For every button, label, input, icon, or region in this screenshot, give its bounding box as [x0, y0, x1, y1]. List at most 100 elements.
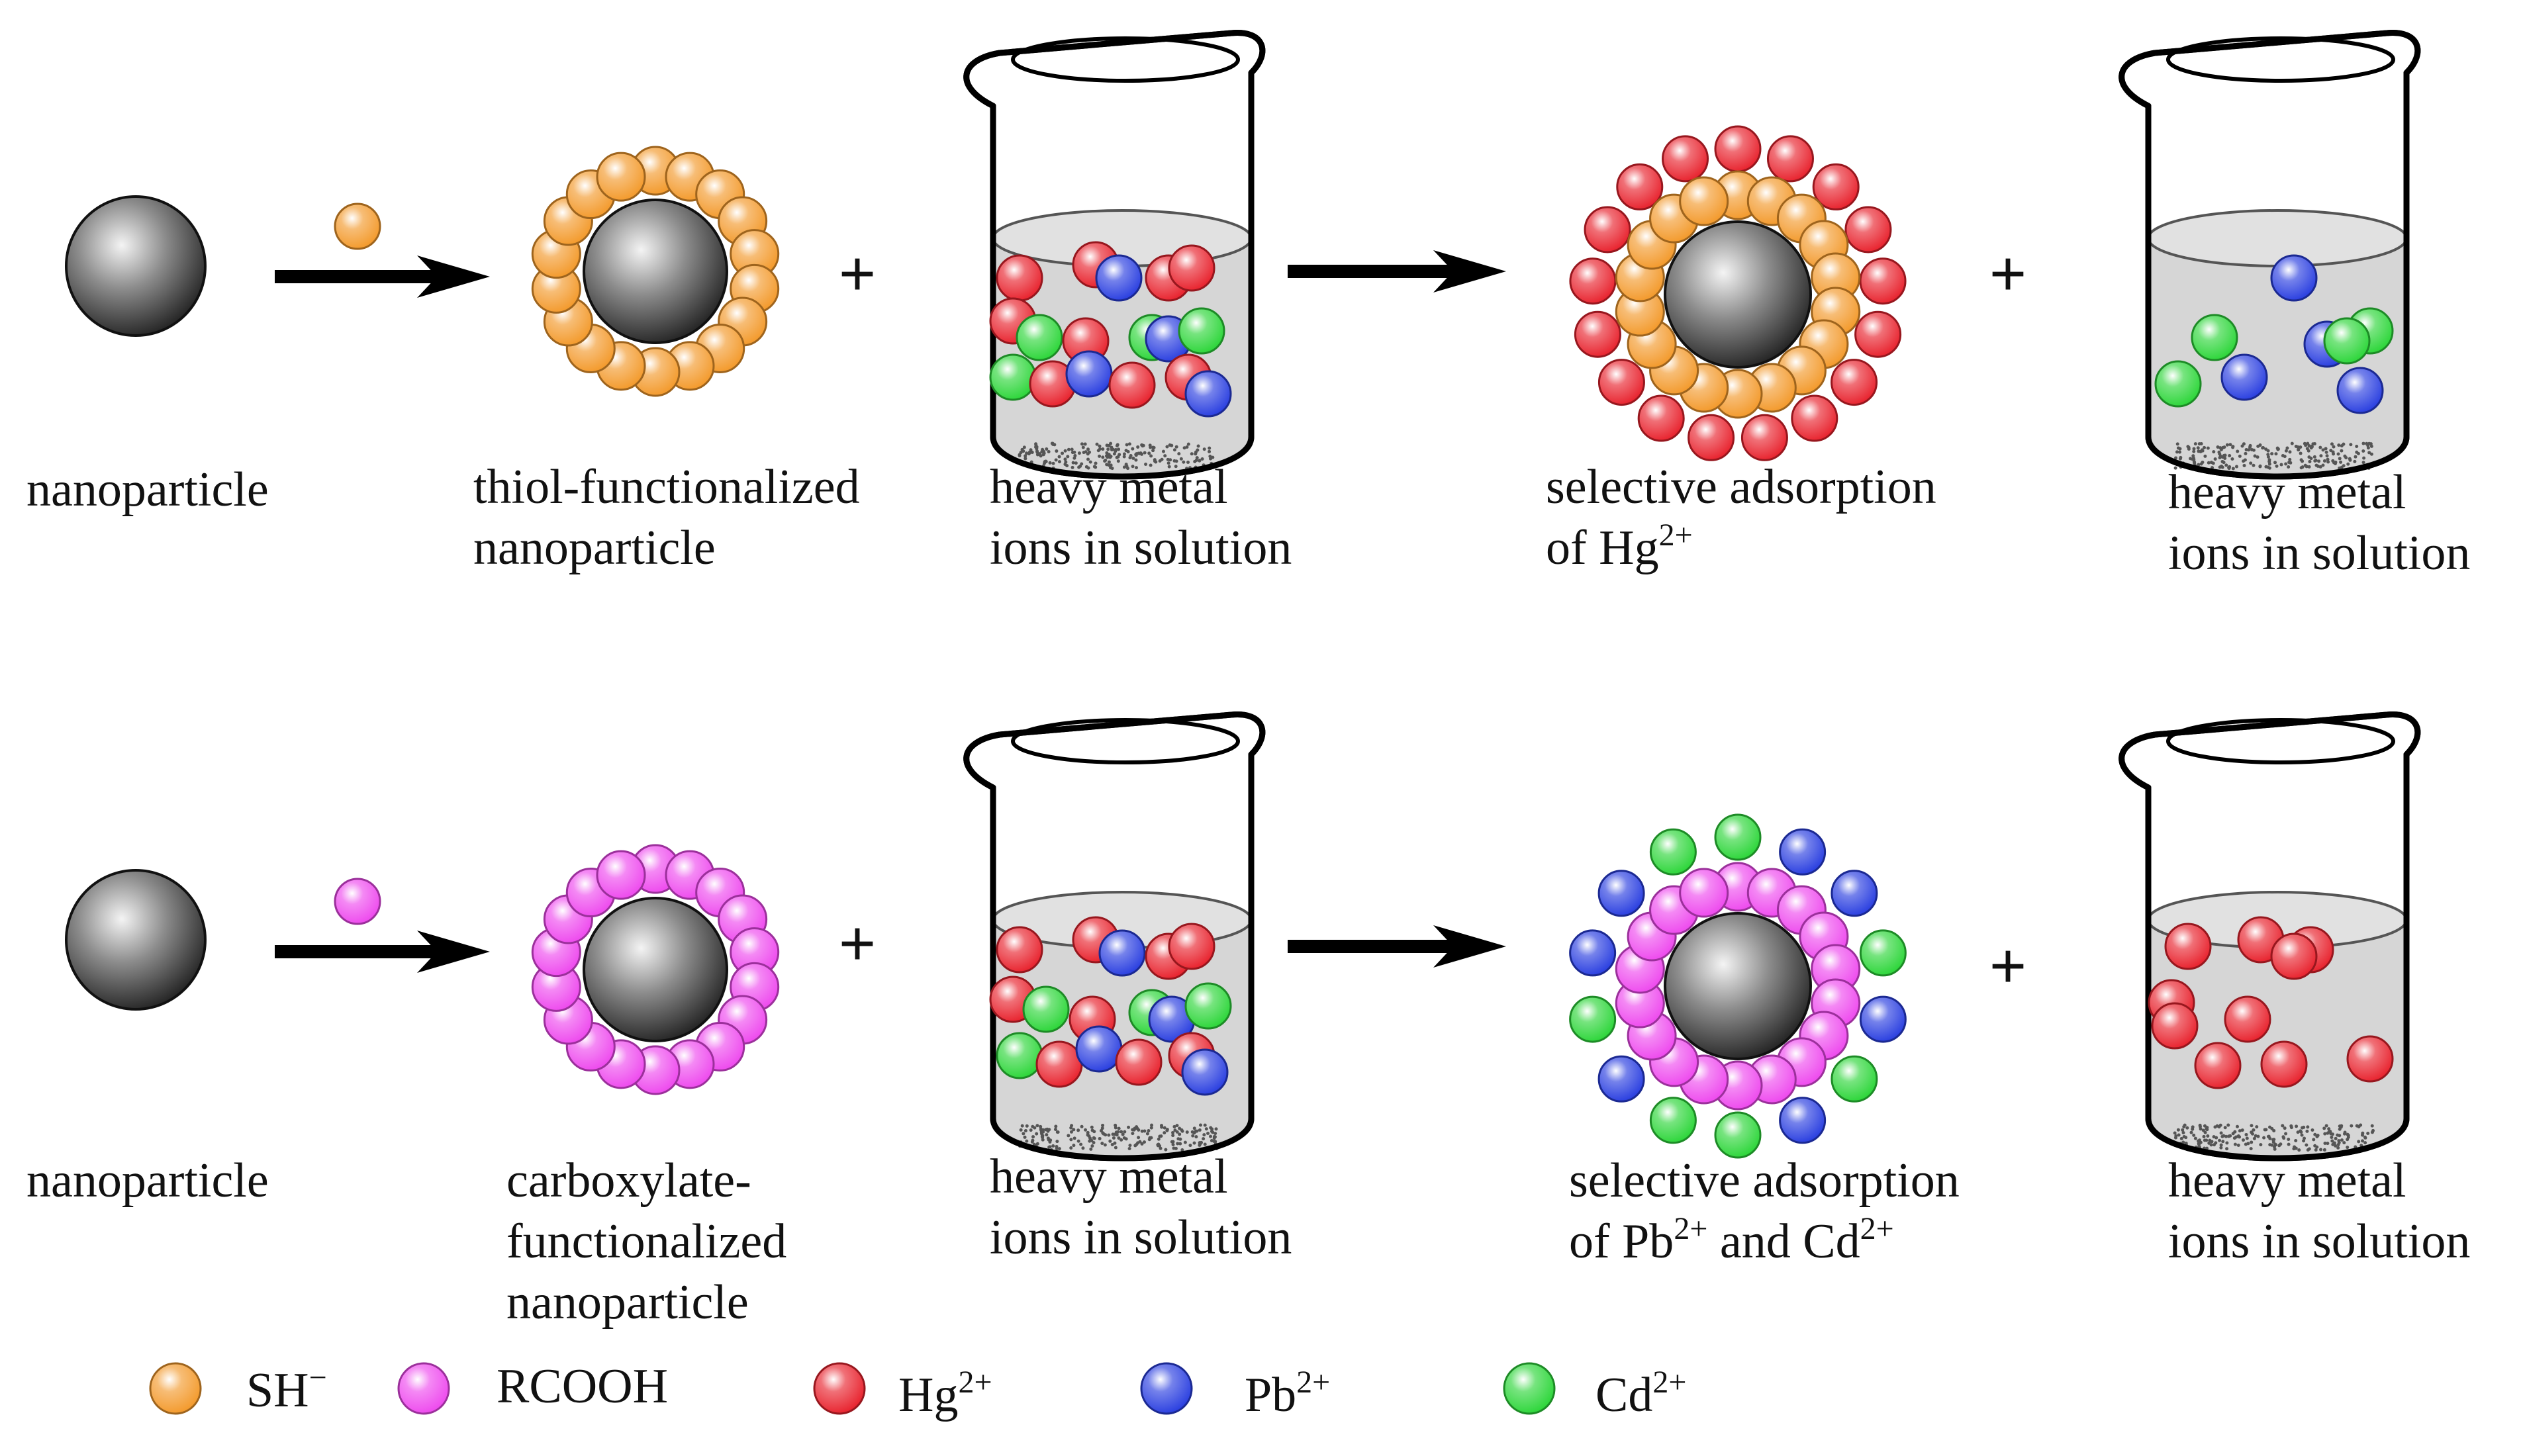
row2-beaker-before-ion-12: [1035, 1040, 1083, 1088]
row1-hg-adsorbed-9: [1688, 414, 1735, 461]
row1-beaker-before-ion-14: [1108, 361, 1156, 409]
row2-functionalized-label: carboxylate- functionalized nanoparticle: [506, 1154, 787, 1330]
row1-hg-adsorbed-12: [1574, 310, 1621, 358]
row1-beaker-before-ion-4: [1168, 244, 1215, 292]
row2-plus-2: +: [1989, 931, 2027, 1001]
legend-label-sh: SH−: [246, 1360, 327, 1418]
legend-label-hg: Hg2+: [898, 1365, 992, 1423]
row2-functionalized-core: [583, 897, 728, 1042]
legend-label-cd: Cd2+: [1595, 1365, 1687, 1423]
row2-pbcd-adsorbed-2: [1831, 870, 1878, 917]
row1-hg-adsorbed-0: [1714, 125, 1762, 173]
row2-adsorption-label: selective adsorption of Pb2+ and Cd2+: [1569, 1154, 1960, 1269]
row2-beaker-before-label: heavy metal ions in solution: [990, 1150, 1292, 1265]
legend-label-rcooh: RCOOH: [497, 1359, 669, 1414]
row1-sh-shell-2-17: [1679, 176, 1729, 226]
row2-rcooh-reagent: [334, 878, 381, 925]
legend-swatch-sh: [149, 1362, 202, 1415]
row1-adsorbed-core: [1664, 220, 1812, 369]
row2-pbcd-adsorbed-7: [1714, 1111, 1762, 1159]
row1-beaker-after-ion-1: [2191, 314, 2238, 361]
row2-beaker-after-ion-9: [2346, 1035, 2394, 1083]
row1-beaker-before-label: heavy metal ions in solution: [990, 460, 1292, 575]
row2-adsorbed-core: [1664, 912, 1812, 1060]
row2-beaker-after-ion-5: [2224, 995, 2271, 1043]
row1-beaker-before-ion-13: [1065, 350, 1113, 398]
row1-beaker-before-ion-11: [989, 353, 1037, 401]
legend-swatch-rcooh: [397, 1362, 450, 1415]
row2-arrow-1: [275, 931, 490, 973]
row2-beaker-before-ion-14: [1115, 1038, 1163, 1086]
row1-beaker-before-ion-16: [1184, 370, 1232, 418]
row2-beaker-after-ion-6: [2151, 1002, 2199, 1050]
row1-beaker-after: [2118, 30, 2421, 480]
row1-beaker-after-label: heavy metal ions in solution: [2168, 465, 2471, 580]
row1-hg-adsorbed-16: [1662, 135, 1709, 183]
row2-arrow-2: [1288, 925, 1506, 968]
row1-arrow-1: [275, 255, 490, 298]
row1-nanoparticle: [65, 195, 207, 337]
row2-nanoparticle: [65, 869, 207, 1011]
row2-beaker-after-ion-8: [2260, 1040, 2308, 1088]
row2-beaker-before-ion-11: [996, 1032, 1043, 1079]
legend-swatch-cd: [1503, 1362, 1556, 1415]
row2-beaker-after: [2118, 711, 2421, 1161]
row1-hg-adsorbed-7: [1791, 394, 1838, 442]
row2-beaker-before-ion-6: [1022, 985, 1070, 1033]
row2-pbcd-adsorbed-0: [1714, 813, 1762, 861]
row1-beaker-before-ion-0: [996, 254, 1043, 302]
row1-beaker-after-ion-5: [2154, 360, 2202, 408]
row1-hg-adsorbed-2: [1812, 163, 1860, 210]
row1-beaker-before-ion-6: [1016, 314, 1063, 361]
row1-hg-adsorbed-11: [1597, 359, 1645, 406]
row2-nanoparticle-label: nanoparticle: [26, 1154, 269, 1208]
row1-hg-adsorbed-15: [1616, 163, 1664, 210]
row1-beaker-after-ion-0: [2270, 254, 2318, 302]
row1-functionalized-core: [583, 199, 728, 344]
row2-pbcd-adsorbed-1: [1779, 828, 1827, 876]
row1-beaker-after-ion-6: [2220, 353, 2268, 401]
row2-beaker-after-ion-3: [2270, 933, 2318, 980]
row1-functionalized-label: thiol-functionalized nanoparticle: [473, 460, 860, 575]
row1-hg-adsorbed-6: [1831, 359, 1878, 406]
row2-beaker-before-ion-0: [996, 926, 1043, 974]
row1-plus-2: +: [1989, 238, 2027, 309]
row2-pbcd-adsorbed-5: [1831, 1055, 1878, 1103]
row2-beaker-before-ion-16: [1181, 1048, 1229, 1096]
row2-pbcd-adsorbed-8: [1649, 1097, 1697, 1144]
row2-beaker-after-ion-0: [2164, 923, 2212, 970]
row1-beaker-after-ion-4: [2323, 317, 2371, 365]
row1-beaker-before-ion-10: [1178, 307, 1225, 355]
row1-hg-adsorbed-3: [1844, 206, 1892, 253]
diagram-shapes: [65, 30, 2421, 1415]
row2-pbcd-adsorbed-11: [1569, 929, 1617, 977]
row1-adsorption-label: selective adsorption of Hg2+: [1546, 460, 1936, 575]
legend-swatch-hg: [813, 1362, 866, 1415]
row2-pbcd-adsorbed-9: [1597, 1055, 1645, 1103]
legend-label-pb: Pb2+: [1245, 1365, 1331, 1423]
row2-rcooh-shell-2-17: [1679, 868, 1729, 918]
row1-arrow-2: [1288, 250, 1506, 293]
row1-hg-adsorbed-1: [1766, 135, 1814, 183]
row2-pbcd-adsorbed-6: [1779, 1097, 1827, 1144]
row1-hg-adsorbed-10: [1637, 394, 1685, 442]
row1-hg-adsorbed-5: [1854, 310, 1902, 358]
row2-plus-1: +: [839, 908, 877, 979]
row1-hg-adsorbed-8: [1740, 414, 1788, 461]
row2-pbcd-adsorbed-10: [1569, 995, 1617, 1043]
row2-pbcd-adsorbed-3: [1859, 929, 1907, 977]
row1-sh-reagent: [334, 203, 381, 250]
row2-beaker-before-ion-13: [1075, 1025, 1123, 1073]
row2-beaker-before-ion-2: [1098, 929, 1146, 977]
row2-beaker-before-ion-4: [1168, 923, 1215, 970]
row1-hg-adsorbed-4: [1859, 257, 1907, 305]
row1-sh-shell-17: [596, 152, 646, 202]
row1-hg-adsorbed-14: [1584, 206, 1631, 253]
legend-swatch-pb: [1140, 1362, 1193, 1415]
row2-beaker-before-ion-10: [1184, 982, 1232, 1030]
row2-beaker-after-ion-7: [2194, 1042, 2242, 1089]
row1-beaker-after-ion-7: [2336, 367, 2384, 414]
row2-pbcd-adsorbed-13: [1649, 828, 1697, 876]
row1-nanoparticle-label: nanoparticle: [26, 463, 269, 517]
